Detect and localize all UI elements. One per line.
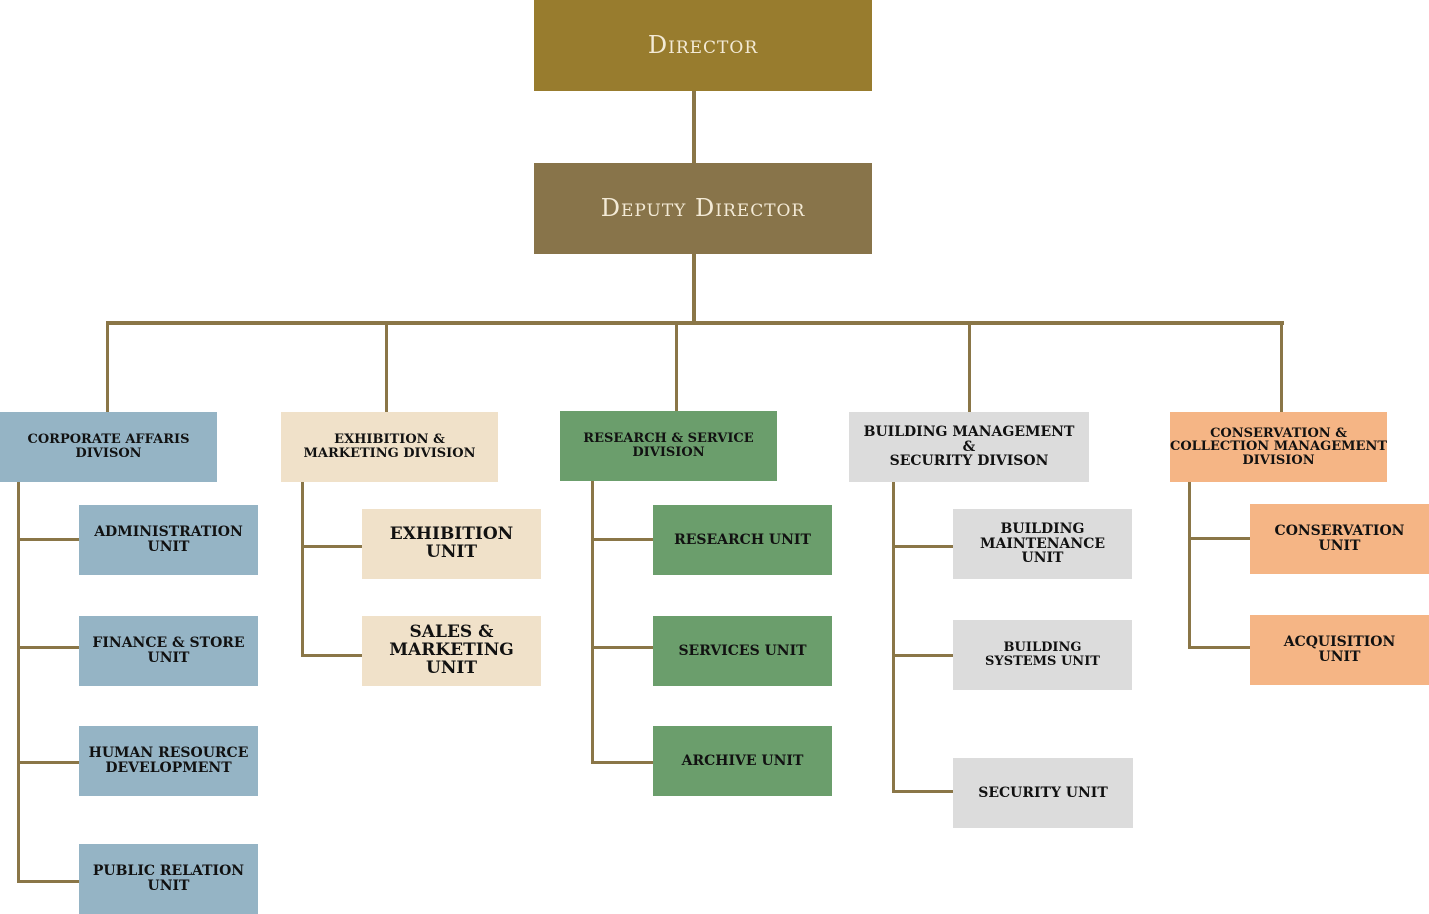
deputy-director-box: Deputy Director [534, 163, 872, 254]
division-research-service: Research & Service Division [560, 411, 777, 481]
connector-branch [17, 880, 79, 883]
connector-branch [892, 654, 953, 657]
division-exhibition-marketing: Exhibition & Marketing Division [281, 412, 498, 482]
unit-label: Administration Unit [94, 524, 243, 555]
director-label: Director [647, 30, 759, 59]
unit-security: Security unit [953, 758, 1133, 828]
connector-branch [17, 761, 79, 764]
unit-administration: Administration Unit [79, 505, 258, 575]
division-label: Conservation & Collection Management Div… [1170, 425, 1388, 468]
connector-branch [301, 545, 362, 548]
unit-public-relation: Public Relation Unit [79, 844, 258, 914]
unit-sales-marketing: Sales & Marketing Unit [362, 616, 541, 686]
connector-director-deputy [692, 91, 696, 163]
connector-branch [892, 545, 953, 548]
unit-label: Security unit [978, 784, 1108, 801]
connector-branch [17, 646, 79, 649]
deputy-director-label: Deputy Director [600, 193, 806, 222]
connector-branch [17, 538, 79, 541]
director-box: Director [534, 0, 872, 91]
unit-label: Exhibition Unit [389, 524, 514, 562]
unit-services: Services Unit [653, 616, 832, 686]
unit-label: Sales & Marketing Unit [389, 622, 514, 678]
unit-label: Research Unit [674, 531, 811, 548]
connector-branch [591, 646, 653, 649]
division-label: Research & Service Division [583, 431, 754, 460]
connector-branch [1188, 646, 1250, 649]
division-conservation-collection: Conservation & Collection Management Div… [1170, 412, 1387, 482]
connector-branch [892, 790, 953, 793]
unit-label: Archive Unit [681, 752, 804, 769]
unit-building-maintenance: Building Maintenance Unit [953, 509, 1132, 579]
connector-horizontal-bus [106, 321, 1284, 325]
unit-finance-store: Finance & Store Unit [79, 616, 258, 686]
unit-conservation: Conservation Unit [1250, 504, 1429, 574]
connector-trunk-building [892, 482, 895, 793]
unit-archive: Archive Unit [653, 726, 832, 796]
unit-label: Finance & Store Unit [92, 635, 245, 666]
connector-deputy-bus [692, 254, 696, 324]
connector-branch [301, 654, 362, 657]
connector-branch [591, 538, 653, 541]
unit-label: Acquisition Unit [1283, 634, 1396, 665]
unit-label: Building Maintenance Unit [979, 520, 1106, 567]
connector-trunk-conservation [1188, 482, 1191, 649]
unit-label: Services Unit [678, 642, 807, 659]
division-corporate-affairs: Corporate Affaris Divison [0, 412, 217, 482]
connector-trunk-corporate [17, 482, 20, 883]
connector-branch [1188, 537, 1250, 540]
connector-drop-exhibition [385, 321, 388, 412]
unit-label: Building Systems Unit [985, 640, 1100, 669]
division-label: Exhibition & Marketing Division [303, 432, 476, 461]
division-label: Building Management & Security Divison [863, 423, 1075, 470]
unit-label: Public Relation Unit [92, 863, 245, 894]
unit-human-resource: Human Resource Development [79, 726, 258, 796]
unit-label: Conservation Unit [1274, 523, 1405, 554]
connector-trunk-exhibition [301, 482, 304, 657]
unit-label: Human Resource Development [88, 745, 249, 776]
unit-building-systems: Building Systems Unit [953, 620, 1132, 690]
connector-drop-corporate [106, 321, 109, 412]
unit-acquisition: Acquisition Unit [1250, 615, 1429, 685]
connector-branch [591, 761, 653, 764]
division-building-security: Building Management & Security Divison [849, 412, 1089, 482]
connector-drop-research [675, 321, 678, 412]
unit-exhibition: Exhibition Unit [362, 509, 541, 579]
connector-trunk-research [591, 481, 594, 764]
connector-drop-conservation [1280, 321, 1283, 412]
connector-drop-building [968, 321, 971, 412]
division-label: Corporate Affaris Divison [27, 432, 190, 461]
unit-research: Research Unit [653, 505, 832, 575]
